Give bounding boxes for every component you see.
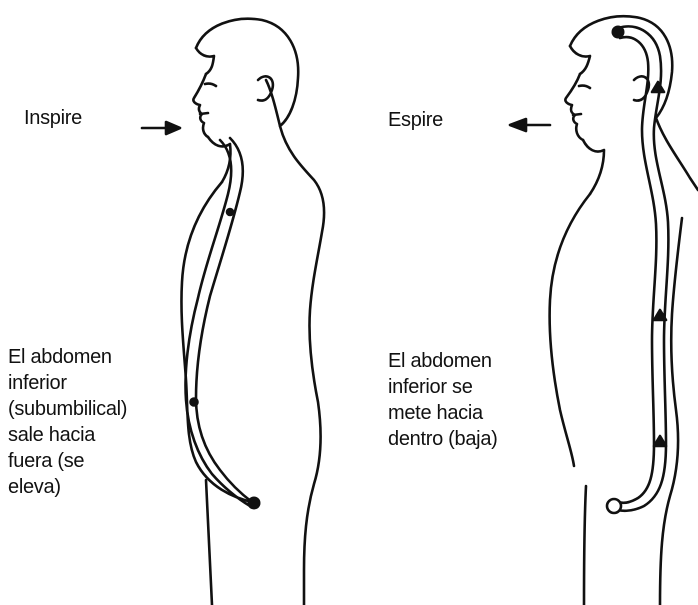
inhale-label: Inspire [24,105,82,131]
right-front-neck [583,140,604,194]
right-channel-mark-lower [654,436,666,446]
left-caption-line: eleva) [8,474,127,500]
right-caption: El abdomen inferior se mete hacia dentro… [388,348,498,452]
left-channel-dot-middle [191,399,198,406]
right-caption-line: mete hacia [388,400,498,426]
left-back-outline [280,126,324,605]
right-front-outline [550,194,590,466]
right-mouth [573,114,581,115]
right-hair-fringe [570,46,590,74]
left-caption-line: inferior [8,370,127,396]
right-back-outline [656,118,698,190]
right-leg-front [584,486,586,605]
left-caption-line: sale hacia [8,422,127,448]
right-channel-mark-upper [652,82,664,92]
left-leg-front [206,480,212,605]
right-back-lower [660,218,682,605]
arrow-left-icon [510,119,550,131]
left-figure [181,19,324,605]
left-caption-line: (subumbilical) [8,396,127,422]
left-channel-dot-upper [227,209,233,215]
right-breath-channel-inner [614,37,656,503]
left-caption-line: El abdomen [8,344,127,370]
right-figure [550,16,698,605]
right-face-profile [565,74,583,140]
left-mouth [200,113,208,114]
left-head-outline [196,19,298,126]
right-eye [579,86,590,88]
left-caption: El abdomen inferior (subumbilical) sale … [8,344,127,500]
left-hair-fringe [196,48,214,74]
right-abdomen-circle [607,499,621,513]
right-caption-line: dentro (baja) [388,426,498,452]
left-caption-line: fuera (se [8,448,127,474]
right-crown-dot [612,26,625,39]
left-abdomen-dot [248,497,261,510]
left-front-neck [208,137,231,182]
exhale-label: Espire [388,107,443,133]
right-caption-line: inferior se [388,374,498,400]
left-eye [205,84,216,86]
right-caption-line: El abdomen [388,348,498,374]
arrow-right-icon [142,122,180,134]
left-breath-channel-outer [196,138,252,502]
